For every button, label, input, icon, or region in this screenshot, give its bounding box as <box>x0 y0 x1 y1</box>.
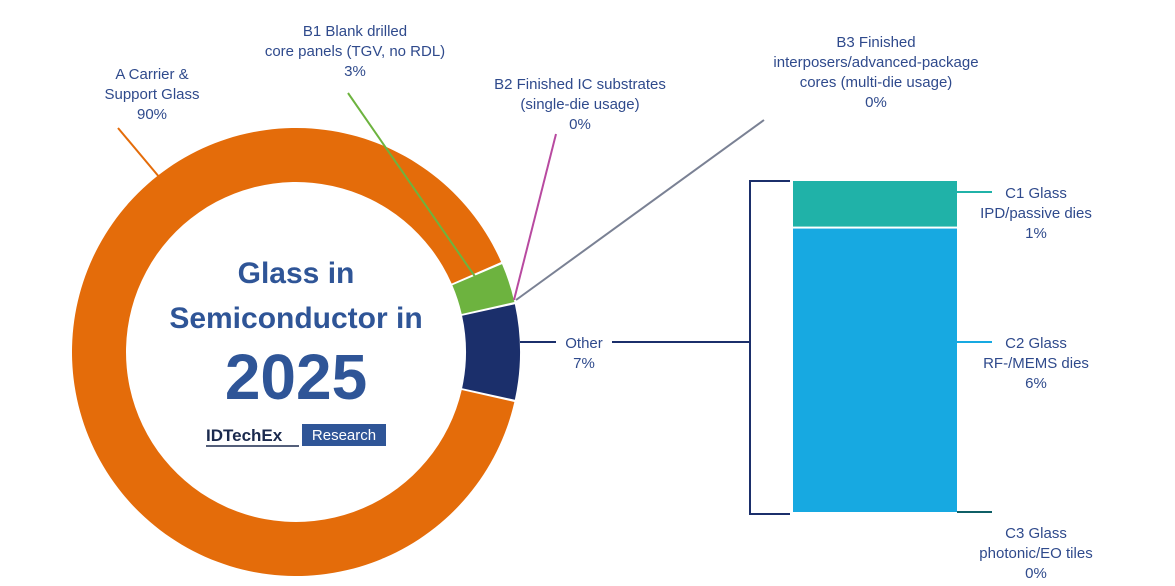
logo-research-label: Research <box>312 427 376 444</box>
slice-labels: A Carrier & Support Glass 90% B1 Blank dril… <box>104 23 1092 582</box>
breakdown-label-0-line-0: C1 Glass <box>1005 185 1067 202</box>
breakdown-label-0-line-1: IPD/passive dies <box>980 205 1092 222</box>
slice-label-3-line-2: cores (multi-die usage) <box>800 74 953 91</box>
breakdown-label-1-line-1: RF-/MEMS dies <box>983 355 1089 372</box>
slice-label-2-line-2: 0% <box>569 116 591 133</box>
slice-label-0-line-2: 90% <box>137 106 167 123</box>
slice-label-0-line-0: A Carrier & <box>115 66 188 83</box>
center-title-line-1: Glass in <box>238 257 355 290</box>
slice-label-0-line-1: Support Glass <box>104 86 199 103</box>
breakdown-label-2-line-1: photonic/EO tiles <box>979 545 1092 562</box>
leader-lines <box>117 92 992 515</box>
breakdown-label-1-line-2: 6% <box>1025 375 1047 392</box>
logo-wordmark: IDTechEx <box>206 426 283 445</box>
donut-chart <box>72 127 520 577</box>
idtechex-logo: IDTechEx Research <box>206 424 386 447</box>
other-breakdown-bar <box>793 181 957 513</box>
breakdown-label-0-line-2: 1% <box>1025 225 1047 242</box>
slice-label-3-line-0: B3 Finished <box>836 34 915 51</box>
breakdown-label-2-line-0: C3 Glass <box>1005 525 1067 542</box>
center-title-line-2: Semiconductor in <box>169 302 422 335</box>
breakdown-bar-0 <box>793 181 957 227</box>
slice-label-3-line-3: 0% <box>865 94 887 111</box>
leader-a <box>117 127 161 179</box>
center-title: Glass in Semiconductor in 2025 <box>169 257 422 413</box>
donut-slice-1 <box>452 264 515 315</box>
breakdown-bar-1 <box>793 228 957 513</box>
slice-label-2-line-0: B2 Finished IC substrates <box>494 76 666 93</box>
leader-b2 <box>513 133 557 301</box>
leader-b3 <box>515 119 765 301</box>
slice-label-1-line-2: 3% <box>344 63 366 80</box>
slice-label-1-line-1: core panels (TGV, no RDL) <box>265 43 445 60</box>
leader-b1 <box>347 92 477 279</box>
slice-label-4-line-1: 7% <box>573 355 595 372</box>
center-title-year: 2025 <box>225 341 367 413</box>
breakdown-label-2-line-2: 0% <box>1025 565 1047 582</box>
slice-label-3-line-1: interposers/advanced-package <box>773 54 978 71</box>
slice-label-1-line-0: B1 Blank drilled <box>303 23 407 40</box>
breakdown-label-1-line-0: C2 Glass <box>1005 335 1067 352</box>
bracket <box>749 180 790 515</box>
slice-label-4-line-0: Other <box>565 335 603 352</box>
slice-label-2-line-1: (single-die usage) <box>520 96 639 113</box>
logo-research-box <box>302 424 386 446</box>
donut-slice-4 <box>462 304 520 400</box>
